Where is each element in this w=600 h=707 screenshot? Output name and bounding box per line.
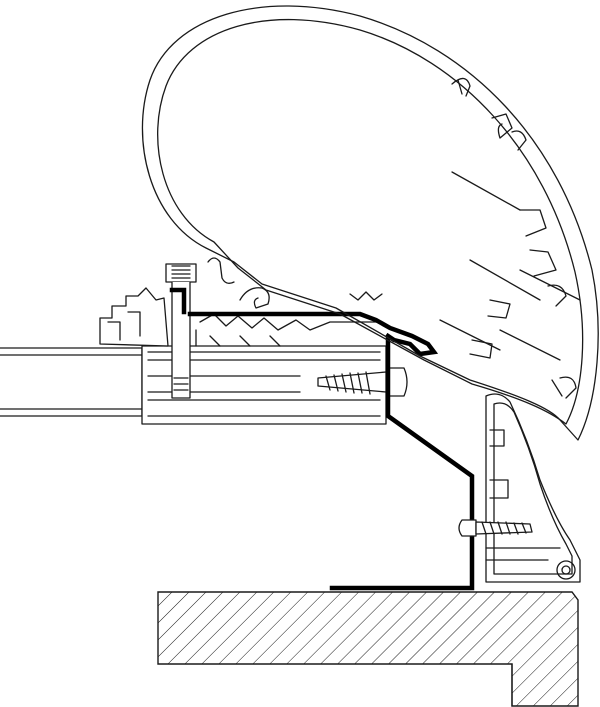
vehicle-wall-section — [157, 591, 579, 707]
roof-rail-beam — [0, 347, 143, 417]
cassette-end-rail — [485, 393, 581, 583]
awning-cassette-housing — [141, 5, 599, 441]
side-screw — [458, 519, 533, 537]
adapter-profile-block — [141, 345, 387, 425]
anchor-screw — [317, 367, 408, 397]
rail-clamp-profile — [99, 257, 381, 347]
mounting-bracket — [169, 287, 475, 591]
